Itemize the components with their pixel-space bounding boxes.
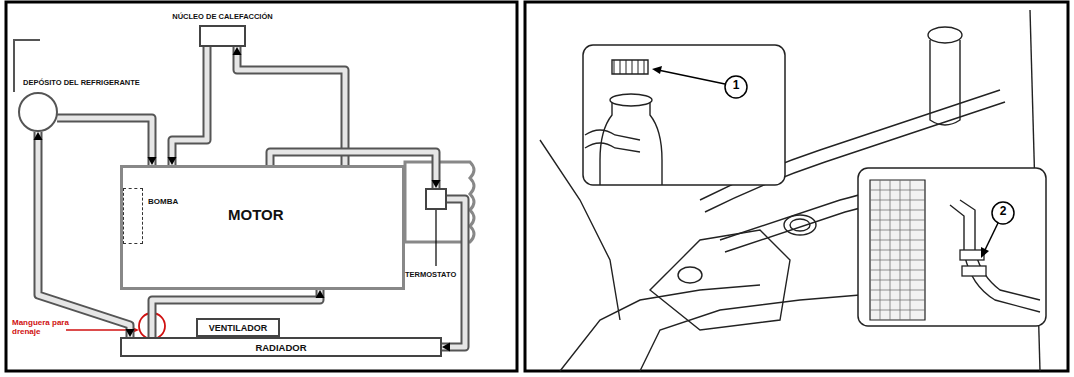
node-text: RADIADOR bbox=[122, 342, 440, 353]
hose-fill bbox=[152, 290, 320, 337]
callout-number: 2 bbox=[997, 205, 1009, 219]
reservoir-cap bbox=[612, 60, 648, 74]
cap-ridges bbox=[614, 60, 644, 74]
fan-box: VENTILADOR bbox=[196, 318, 280, 337]
arrow-head bbox=[168, 157, 177, 165]
bay-line bbox=[640, 295, 860, 371]
node-text: DEPÓSITO DEL REFRIGERANTE bbox=[23, 78, 140, 87]
callout-leader bbox=[984, 223, 998, 252]
arrow-head bbox=[148, 157, 157, 165]
reservoir bbox=[930, 40, 960, 125]
inset-detail bbox=[583, 45, 785, 185]
hose-outline bbox=[172, 47, 207, 165]
coolant-hose bbox=[233, 47, 346, 165]
hose-fill bbox=[172, 47, 207, 165]
reservoir-hose bbox=[585, 130, 640, 152]
leader-line bbox=[435, 210, 436, 266]
hose-outline bbox=[38, 132, 130, 337]
component bbox=[650, 230, 790, 330]
cap bbox=[790, 219, 810, 231]
panel-frame bbox=[6, 2, 517, 371]
inset-frame bbox=[858, 168, 1046, 326]
callout-arrowhead bbox=[652, 66, 662, 74]
callout-circle bbox=[725, 76, 747, 98]
radiator-box: RADIADOR bbox=[120, 337, 442, 357]
callout-circle bbox=[992, 202, 1014, 224]
arrow-head bbox=[316, 290, 325, 298]
callout-number: 1 bbox=[730, 79, 742, 93]
radiator-fins bbox=[870, 180, 925, 320]
arrow-head bbox=[442, 343, 450, 352]
cap bbox=[678, 267, 702, 283]
node-text: MOTOR bbox=[228, 206, 284, 223]
inset-frame bbox=[583, 45, 785, 185]
hose-outline bbox=[152, 290, 320, 337]
reservoir-neck bbox=[600, 100, 662, 185]
hose-fill bbox=[57, 118, 152, 165]
hose-clamp bbox=[962, 266, 986, 276]
engine-block: MOTOR BOMBA bbox=[120, 165, 405, 290]
node-text: BOMBA bbox=[148, 197, 178, 206]
circle-shape bbox=[19, 93, 57, 131]
pump-area: BOMBA bbox=[123, 188, 143, 244]
arrow-head bbox=[432, 180, 441, 188]
cap bbox=[784, 215, 816, 235]
panel-frame bbox=[525, 2, 1068, 371]
coolant-hose bbox=[168, 47, 208, 165]
thermostat-box: TERMOSTATO bbox=[425, 188, 447, 210]
coolant-hose bbox=[57, 118, 156, 165]
hose-fill bbox=[38, 132, 130, 337]
coolant-hose bbox=[152, 290, 325, 337]
callout-arrowhead bbox=[981, 247, 989, 258]
heater-core-box: NÚCLEO DE CALEFACCIÓN bbox=[199, 25, 246, 47]
node-text: TERMOSTATO bbox=[405, 270, 456, 279]
circle-outline bbox=[18, 92, 58, 132]
node-text: VENTILADOR bbox=[198, 323, 278, 333]
node-text: NÚCLEO DE CALEFACCIÓN bbox=[172, 12, 272, 21]
arrow-head bbox=[126, 329, 135, 337]
coolant-reservoir: DEPÓSITO DEL REFRIGERANTE bbox=[18, 92, 58, 132]
reservoir-mouth bbox=[610, 94, 652, 106]
drain-hose bbox=[950, 200, 1040, 312]
hose-fill bbox=[237, 47, 345, 165]
hose-outline bbox=[237, 47, 345, 165]
radiator-core bbox=[870, 180, 925, 320]
reservoir-cap bbox=[928, 27, 962, 43]
inset-detail bbox=[858, 168, 1046, 326]
arrow-head bbox=[34, 132, 43, 140]
callout-leader bbox=[658, 70, 725, 84]
drain-note: Manguera para drenaje bbox=[12, 318, 76, 336]
hose-outline bbox=[57, 118, 152, 165]
hose-clamp bbox=[960, 250, 984, 260]
drain-pointer bbox=[66, 329, 134, 331]
arrow-head bbox=[233, 47, 242, 55]
